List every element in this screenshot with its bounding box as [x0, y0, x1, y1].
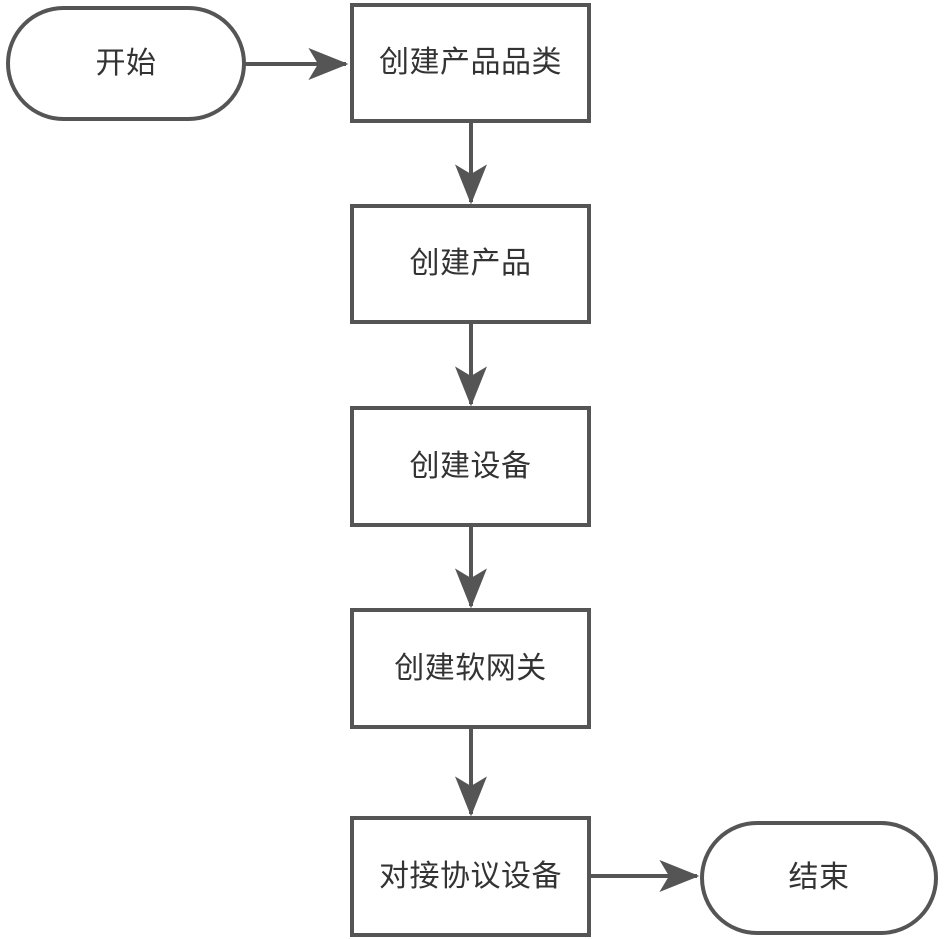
- node-start-shape[interactable]: [6, 6, 246, 121]
- node-create-soft-gateway-shape[interactable]: [350, 608, 591, 729]
- node-create-device-shape[interactable]: [350, 406, 591, 527]
- node-end-shape[interactable]: [700, 821, 938, 935]
- node-create-product-shape[interactable]: [350, 204, 591, 324]
- node-create-product-category-shape[interactable]: [350, 3, 591, 123]
- node-connect-protocol-device-shape[interactable]: [350, 816, 591, 937]
